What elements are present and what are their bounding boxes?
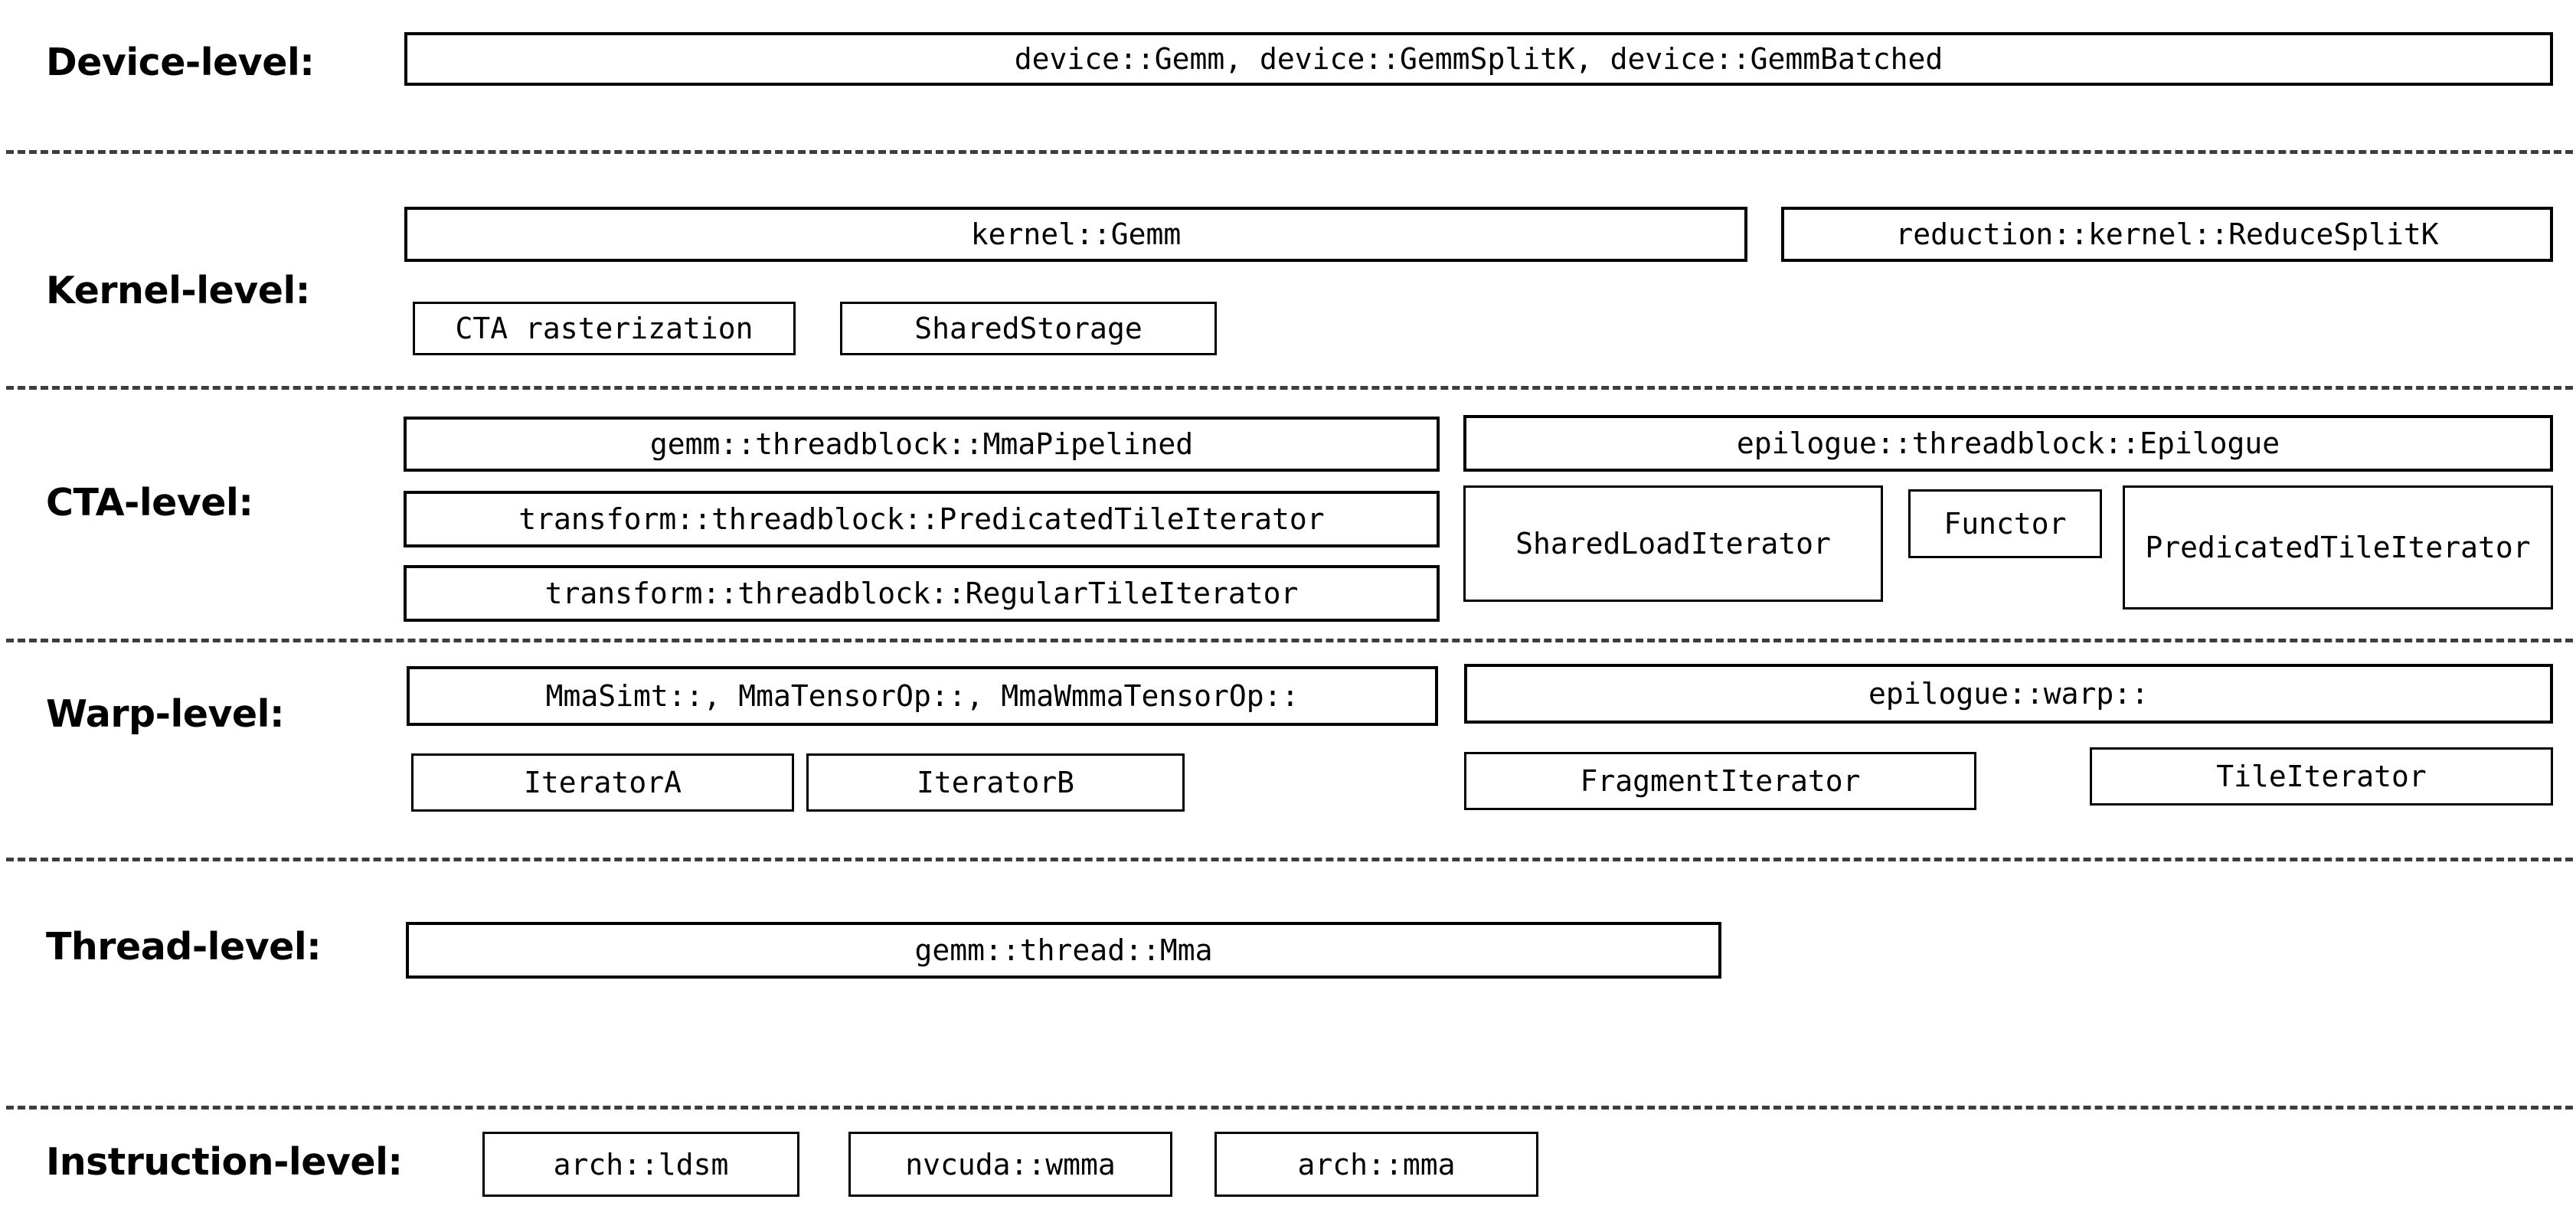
box-iterator-a[interactable]: IteratorA (411, 753, 794, 812)
box-kernel-gemm[interactable]: kernel::Gemm (404, 207, 1747, 262)
box-functor[interactable]: Functor (1908, 489, 2102, 558)
separator-device-kernel (6, 150, 2573, 154)
box-cta-rasterization[interactable]: CTA rasterization (413, 302, 796, 355)
row-label-device-level: Device-level: (46, 41, 315, 84)
separator-warp-thread (6, 858, 2573, 861)
box-arch-mma[interactable]: arch::mma (1214, 1132, 1538, 1197)
separator-cta-warp (6, 639, 2573, 642)
row-label-cta-level: CTA-level: (46, 481, 253, 525)
box-warp-mma-ops[interactable]: MmaSimt::, MmaTensorOp::, MmaWmmaTensorO… (407, 666, 1438, 726)
box-fragment-iterator[interactable]: FragmentIterator (1464, 752, 1976, 810)
box-shared-load-iterator[interactable]: SharedLoadIterator (1463, 485, 1883, 602)
box-epilogue-warp[interactable]: epilogue::warp:: (1464, 664, 2553, 724)
row-label-warp-level: Warp-level: (46, 692, 285, 736)
box-epilogue-predicatedtileiterator[interactable]: PredicatedTileIterator (2123, 485, 2553, 610)
box-gemm-threadblock-mmapipelined[interactable]: gemm::threadblock::MmaPipelined (404, 417, 1440, 472)
box-gemm-thread-mma[interactable]: gemm::thread::Mma (406, 922, 1721, 979)
box-iterator-b[interactable]: IteratorB (806, 753, 1185, 812)
box-tile-iterator[interactable]: TileIterator (2090, 747, 2553, 806)
box-nvcuda-wmma[interactable]: nvcuda::wmma (848, 1132, 1172, 1197)
box-arch-ldsm[interactable]: arch::ldsm (482, 1132, 799, 1197)
box-transform-threadblock-regulartileiterator[interactable]: transform::threadblock::RegularTileItera… (404, 565, 1440, 622)
box-epilogue-threadblock-epilogue[interactable]: epilogue::threadblock::Epilogue (1463, 415, 2553, 472)
box-shared-storage[interactable]: SharedStorage (840, 302, 1217, 355)
box-transform-threadblock-predicatedtileiterator[interactable]: transform::threadblock::PredicatedTileIt… (404, 491, 1440, 547)
box-device-gemm[interactable]: device::Gemm, device::GemmSplitK, device… (404, 32, 2553, 86)
row-label-instruction-level: Instruction-level: (46, 1140, 403, 1184)
separator-thread-instruction (6, 1106, 2573, 1110)
row-label-kernel-level: Kernel-level: (46, 269, 310, 312)
separator-kernel-cta (6, 386, 2573, 390)
box-reduction-kernel-reducesplitk[interactable]: reduction::kernel::ReduceSplitK (1781, 207, 2553, 262)
row-label-thread-level: Thread-level: (46, 925, 322, 969)
